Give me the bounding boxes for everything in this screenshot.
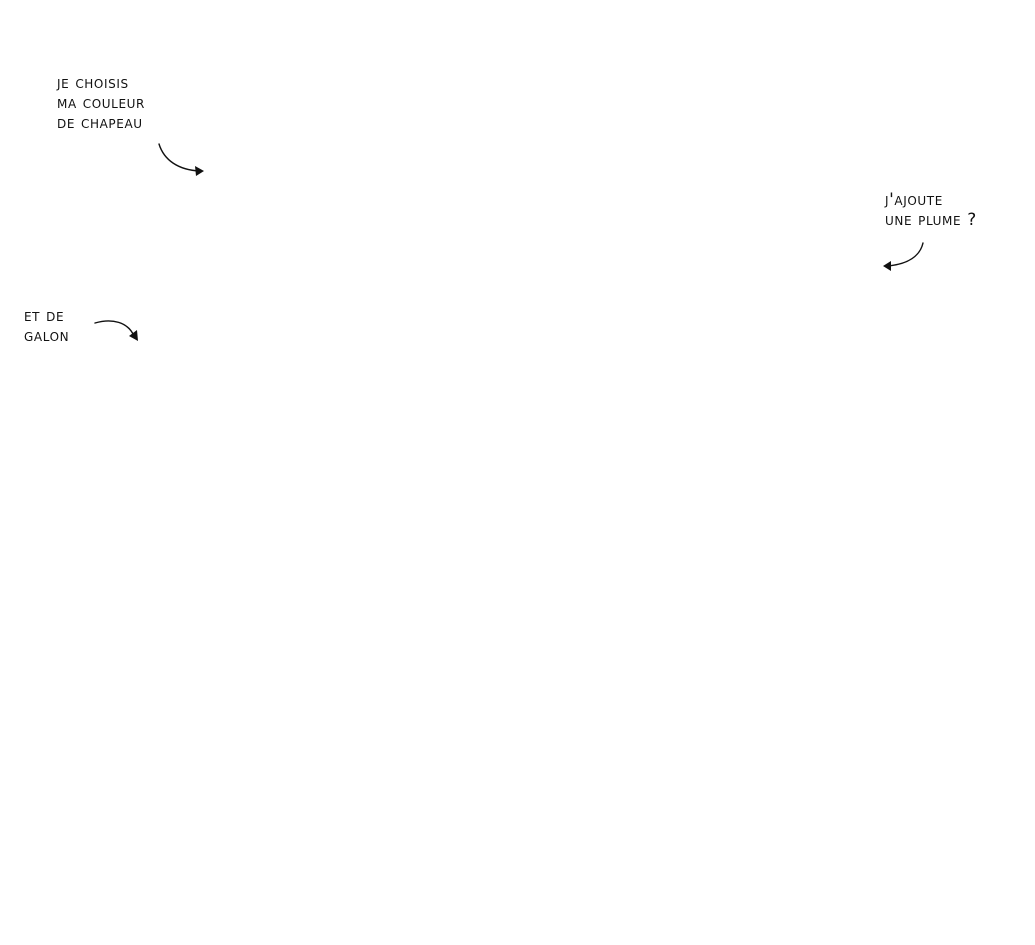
curved-arrow-down-left-icon xyxy=(883,242,924,271)
ribbon-annotation: et de galon xyxy=(24,306,69,346)
feather-annotation-line-2: une plume ? xyxy=(885,210,977,230)
hat-colour-annotation: je choisis ma couleur de chapeau xyxy=(57,73,145,133)
hat-annotation-line-3: de chapeau xyxy=(57,113,143,133)
curved-arrow-down-right-icon xyxy=(94,320,138,341)
feather-annotation: j'ajoute une plume ? xyxy=(885,190,977,230)
hat-annotation-line-1: je choisis xyxy=(57,73,129,93)
feather-annotation-line-1: j'ajoute xyxy=(885,190,943,210)
curved-arrow-down-right-icon xyxy=(158,143,204,176)
hat-annotation-line-2: ma couleur xyxy=(57,93,145,113)
ribbon-annotation-line-1: et de xyxy=(24,306,65,326)
ribbon-annotation-line-2: galon xyxy=(24,326,70,346)
